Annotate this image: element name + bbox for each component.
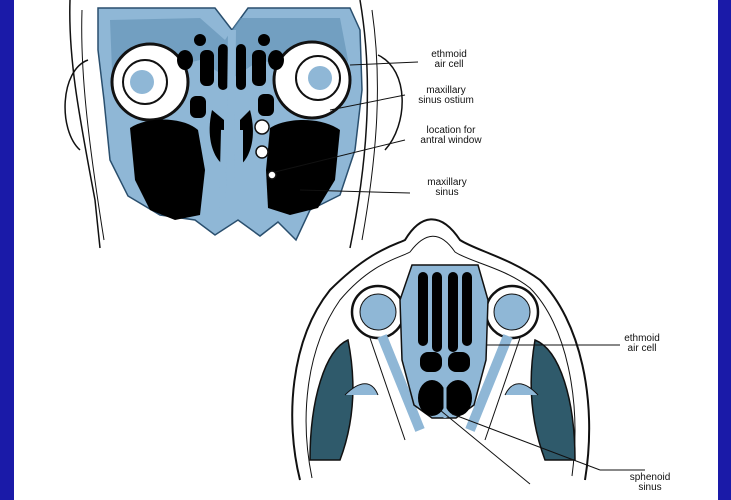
label-line: air cell [419, 60, 479, 70]
label-line: sinus ostium [405, 96, 487, 106]
label-line: air cell [612, 344, 672, 354]
label-maxillary-sinus: maxillary sinus [412, 178, 482, 198]
label-maxillary-sinus-ostium: maxillary sinus ostium [405, 86, 487, 106]
label-line: sinus [622, 483, 678, 493]
label-ethmoid-air-cell-bottom: ethmoid air cell [612, 334, 672, 354]
label-line: sinus [412, 188, 482, 198]
label-line: antral window [405, 136, 497, 146]
label-antral-window: location for antral window [405, 126, 497, 146]
label-ethmoid-air-cell-top: ethmoid air cell [419, 50, 479, 70]
label-sphenoid-sinus: sphenoid sinus [622, 473, 678, 493]
